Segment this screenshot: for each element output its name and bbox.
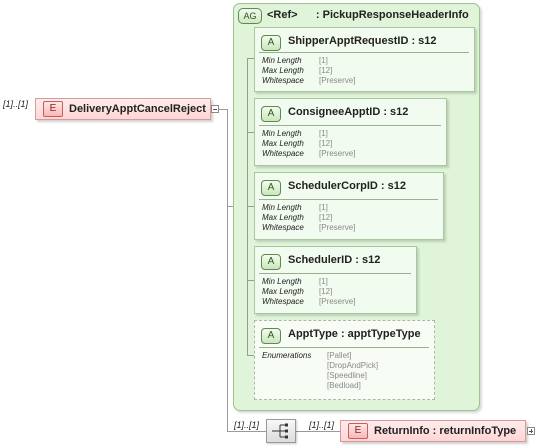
attribute-separator bbox=[259, 273, 411, 274]
facet-value: [12] bbox=[319, 213, 333, 222]
attribute-title: SchedulerCorpID : s12 bbox=[288, 180, 406, 192]
enumeration-value: [DropAndPick] bbox=[327, 361, 379, 370]
facet-label: Max Length bbox=[262, 287, 304, 296]
facet-value: [Preserve] bbox=[319, 297, 356, 306]
facet-label: Min Length bbox=[262, 203, 302, 212]
attribute-title: ShipperApptRequestID : s12 bbox=[288, 35, 437, 47]
attr-tick-3 bbox=[247, 206, 254, 207]
facet-value: [Preserve] bbox=[319, 149, 356, 158]
attribute-shipper-appt-request-id[interactable]: A ShipperApptRequestID : s12 Min Length … bbox=[254, 27, 475, 92]
enumeration-value: [Speedline] bbox=[327, 371, 368, 380]
facet-label: Whitespace bbox=[262, 149, 304, 158]
sequence-multiplicity: [1]..[1] bbox=[234, 420, 260, 430]
attr-tick-4 bbox=[247, 280, 254, 281]
collapse-icon[interactable] bbox=[211, 105, 219, 113]
attribute-consignee-appt-id[interactable]: A ConsigneeApptID : s12 Min Length [1] M… bbox=[254, 98, 447, 166]
facet-value: [Preserve] bbox=[319, 223, 356, 232]
attr-tick-1 bbox=[247, 58, 254, 59]
enumeration-value: [Pallet] bbox=[327, 351, 352, 360]
attribute-scheduler-id[interactable]: A SchedulerID : s12 Min Length [1] Max L… bbox=[254, 246, 417, 314]
element-badge: E bbox=[348, 423, 368, 439]
facet-label: Whitespace bbox=[262, 297, 304, 306]
attribute-group-badge: AG bbox=[238, 8, 262, 24]
attribute-badge: A bbox=[261, 106, 281, 122]
facet-label: Min Length bbox=[262, 56, 302, 65]
facet-label: Whitespace bbox=[262, 223, 304, 232]
element-badge: E bbox=[43, 101, 63, 117]
facet-value: [12] bbox=[319, 66, 333, 75]
facet-label: Whitespace bbox=[262, 76, 304, 85]
root-element[interactable]: E DeliveryApptCancelReject bbox=[35, 98, 211, 120]
attribute-title: ApptType : apptTypeType bbox=[288, 328, 421, 340]
attribute-title: ConsigneeApptID : s12 bbox=[288, 106, 409, 118]
expand-icon[interactable] bbox=[527, 427, 535, 435]
attribute-separator bbox=[259, 52, 469, 53]
child-element-return-info[interactable]: E ReturnInfo : returnInfoType bbox=[340, 420, 526, 442]
facet-value: [12] bbox=[319, 287, 333, 296]
root-element-name: DeliveryApptCancelReject bbox=[69, 103, 206, 115]
attribute-badge: A bbox=[261, 254, 281, 270]
attribute-separator bbox=[259, 125, 441, 126]
group-connector bbox=[227, 206, 235, 207]
facet-label: Max Length bbox=[262, 139, 304, 148]
attribute-scheduler-corp-id[interactable]: A SchedulerCorpID : s12 Min Length [1] M… bbox=[254, 172, 444, 240]
attribute-group-title: <Ref> : PickupResponseHeaderInfo bbox=[267, 9, 469, 21]
attribute-appt-type[interactable]: A ApptType : apptTypeType Enumerations [… bbox=[254, 320, 435, 400]
facet-label: Min Length bbox=[262, 277, 302, 286]
sequence-connector bbox=[227, 431, 266, 432]
enumerations-label: Enumerations bbox=[262, 351, 312, 360]
facet-value: [1] bbox=[319, 203, 328, 212]
facet-value: [1] bbox=[319, 277, 328, 286]
child-connector bbox=[296, 431, 340, 432]
attribute-badge: A bbox=[261, 328, 281, 344]
facet-label: Max Length bbox=[262, 66, 304, 75]
attribute-badge: A bbox=[261, 180, 281, 196]
facet-value: [1] bbox=[319, 129, 328, 138]
child-multiplicity: [1]..[1] bbox=[309, 420, 335, 430]
facet-label: Max Length bbox=[262, 213, 304, 222]
sequence-compositor[interactable] bbox=[266, 419, 296, 443]
attr-tick-2 bbox=[247, 132, 254, 133]
attribute-separator bbox=[259, 199, 438, 200]
facet-value: [12] bbox=[319, 139, 333, 148]
enumeration-value: [Bedload] bbox=[327, 381, 361, 390]
facet-label: Min Length bbox=[262, 129, 302, 138]
attribute-badge: A bbox=[261, 35, 281, 51]
root-connector bbox=[219, 109, 227, 110]
facet-value: [Preserve] bbox=[319, 76, 356, 85]
attribute-separator bbox=[259, 347, 429, 348]
facet-value: [1] bbox=[319, 56, 328, 65]
attribute-title: SchedulerID : s12 bbox=[288, 254, 381, 266]
attr-tick-5 bbox=[247, 355, 254, 356]
child-element-name: ReturnInfo : returnInfoType bbox=[374, 425, 517, 437]
root-multiplicity: [1]..[1] bbox=[3, 99, 29, 109]
root-vertical-connector bbox=[227, 109, 228, 431]
sequence-icon bbox=[272, 423, 288, 439]
